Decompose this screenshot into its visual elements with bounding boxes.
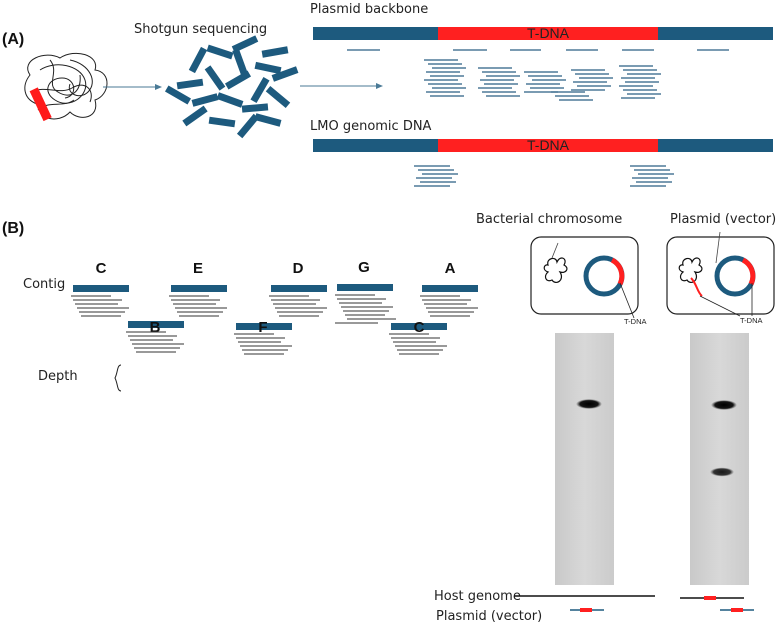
depth-label: Depth [38, 369, 78, 384]
gel-lane-2 [690, 333, 749, 585]
tdna-label-2: T-DNA [527, 137, 570, 153]
sequencing-fragment [208, 116, 236, 128]
contig-letter: E [193, 260, 203, 277]
plasmid-backbone-label: Plasmid backbone [310, 2, 428, 17]
contig-label: Contig [23, 277, 65, 292]
contig: B [126, 319, 184, 353]
sequencing-fragment [271, 66, 299, 82]
tdna-small-label-2: T-DNA [740, 316, 763, 325]
contig-letter: C [414, 319, 425, 336]
tdna-small-label-1: T-DNA [624, 317, 647, 326]
gel-band [576, 399, 602, 409]
contig-group: C E D G A B F C [71, 259, 478, 355]
contig: G [335, 259, 396, 324]
gel-lane-1 [555, 333, 614, 585]
shotgun-sequencing-label: Shotgun sequencing [134, 22, 267, 37]
sequencing-fragment [182, 105, 208, 127]
plasmid-backbone-bar: T-DNA [313, 25, 773, 41]
contig-letter: G [358, 259, 370, 276]
contig-bar [73, 285, 129, 292]
lmo-genomic-bar: T-DNA [313, 137, 773, 153]
sequencing-fragment [164, 85, 192, 105]
plasmid-line-1 [570, 608, 604, 612]
sequencing-fragment [254, 61, 282, 75]
host-genome-label: Host genome [434, 589, 521, 604]
contig: D [269, 260, 327, 317]
lmo-reads [414, 165, 674, 187]
contig: C [389, 319, 447, 355]
plasmid-reads [347, 49, 729, 101]
tdna-label-1: T-DNA [527, 25, 570, 41]
chromosome-icon [543, 257, 568, 284]
depth-bracket [114, 364, 122, 392]
sequencing-fragment [188, 46, 208, 74]
contig-bar [236, 323, 292, 330]
panel-b-label: (B) [2, 220, 24, 237]
sequencing-fragment [261, 46, 289, 58]
sequencing-fragment [236, 113, 260, 139]
plasmid-line-2 [720, 608, 754, 612]
contig-letter: C [96, 260, 107, 277]
genome-tangle-icon [24, 52, 108, 120]
contig-letter: F [258, 319, 267, 336]
contig-letter: A [445, 260, 456, 277]
sequencing-fragment [176, 78, 204, 90]
sequencing-fragment [216, 92, 244, 108]
contig-bar [337, 284, 393, 291]
lmo-genomic-dna-label: LMO genomic DNA [310, 119, 432, 134]
contig-bar [171, 285, 227, 292]
bacterial-chromosome-label: Bacterial chromosome [476, 212, 622, 227]
sequencing-fragment [206, 44, 234, 60]
chromosome-icon [678, 257, 703, 284]
sequencing-fragment [204, 65, 226, 91]
sequencing-fragment [231, 35, 259, 53]
cell-diagram-1: T-DNA [530, 236, 647, 326]
gel-band [711, 400, 737, 410]
contig-bar [128, 321, 184, 328]
contig-letter: D [293, 260, 304, 277]
sequencing-fragment [250, 76, 270, 104]
arrow-2 [300, 83, 383, 89]
contig: A [420, 260, 478, 317]
contig: C [71, 260, 129, 317]
sequencing-fragment [191, 93, 219, 107]
contig-letter: B [150, 319, 161, 336]
sequencing-fragment [265, 85, 291, 109]
arrow-1 [103, 84, 162, 90]
sequencing-fragment [232, 48, 248, 76]
contig-bar [422, 285, 478, 292]
contig-bar [271, 285, 327, 292]
sequencing-fragment [241, 103, 269, 113]
sequencing-fragment [224, 70, 252, 90]
contig: E [169, 260, 227, 317]
tdna-insert [29, 87, 52, 122]
sequencing-fragment [254, 113, 282, 127]
panel-a-label: (A) [2, 31, 24, 48]
gel-band [710, 467, 734, 477]
cell-diagram-2: T-DNA [666, 231, 775, 325]
plasmid-vector-label: Plasmid (vector) [670, 212, 776, 227]
contig: F [234, 319, 292, 355]
host-genome-line-2 [680, 596, 744, 600]
contig-bar [391, 323, 447, 330]
sequencing-fragments [164, 35, 299, 139]
plasmid-vector-bottom-label: Plasmid (vector) [436, 609, 542, 624]
